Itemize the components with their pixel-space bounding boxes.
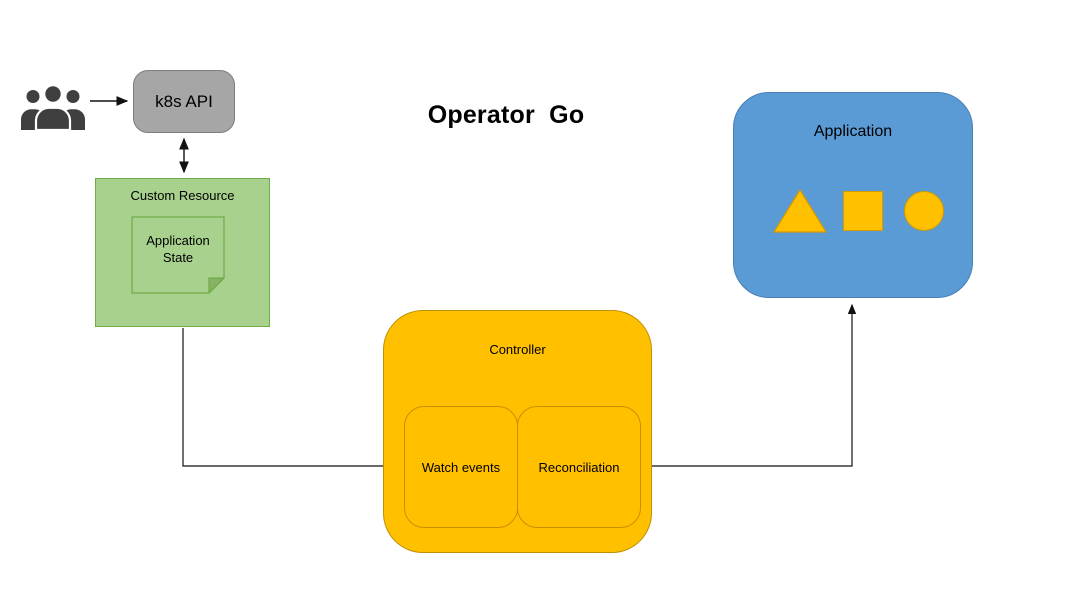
controller-label: Controller — [489, 342, 546, 357]
connector-customresource-to-watchevents — [182, 328, 400, 471]
application-state-label: Application State — [146, 233, 210, 265]
custom-resource-label: Custom Resource — [130, 188, 235, 203]
node-application: Application — [733, 92, 973, 298]
triangle-shape — [773, 189, 827, 233]
application-label: Application — [813, 123, 893, 140]
reconciliation-label: Reconciliation — [538, 459, 620, 475]
node-watch-events: Watch events — [404, 406, 518, 528]
node-reconciliation: Reconciliation — [517, 406, 641, 528]
application-state-note — [131, 216, 225, 294]
k8s-api-label: k8s API — [155, 91, 213, 111]
note-folded-corner — [208, 277, 225, 294]
users-icon — [21, 84, 85, 132]
connector-reconciliation-to-application — [640, 303, 857, 467]
watch-events-label: Watch events — [421, 459, 501, 475]
square-shape — [843, 191, 883, 231]
circle-shape — [904, 191, 944, 231]
diagram-title: Operator Go — [427, 101, 585, 129]
node-controller: Controller Watch events Reconciliation — [383, 310, 652, 553]
node-k8s-api: k8s API — [133, 70, 235, 133]
